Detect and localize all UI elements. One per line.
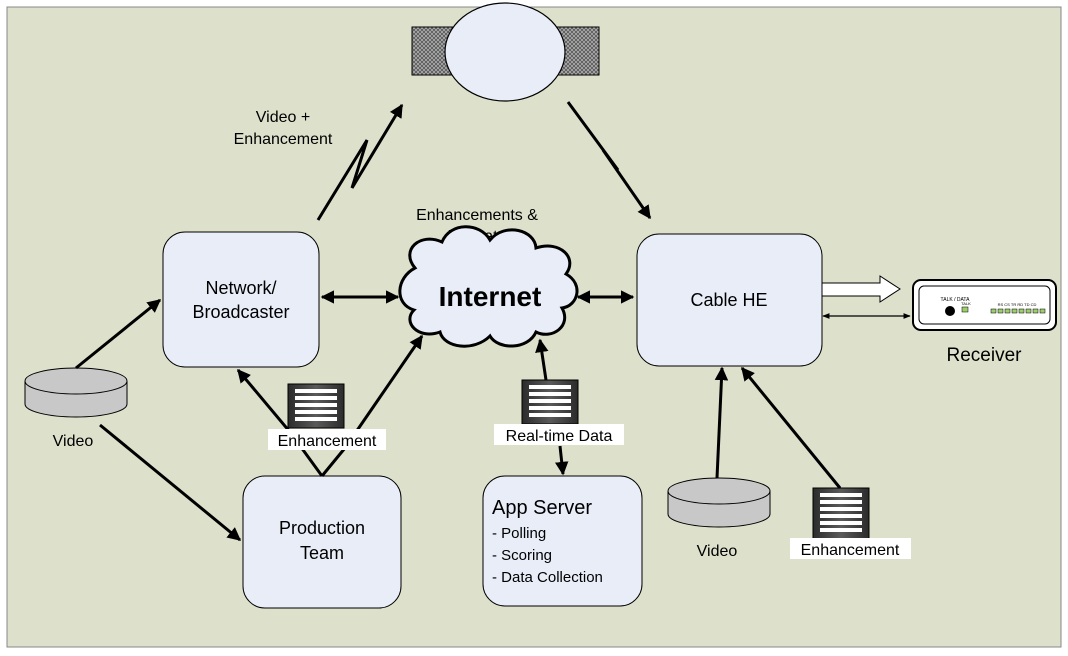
video-right-to-cable-arrow — [714, 366, 729, 479]
cable-he-label: Cable HE — [690, 290, 767, 310]
enhancement-left-label-bg — [268, 429, 386, 450]
uplink-arrow — [316, 103, 404, 221]
network-broadcaster-box — [162, 231, 320, 368]
server-rack-icon-middle — [521, 379, 579, 425]
production-team-box — [242, 475, 402, 609]
enhancement-right-to-cable-arrow — [740, 366, 842, 489]
receiver-talk-label-2: TALK — [961, 301, 971, 306]
network-label-1: Network/ — [205, 278, 276, 298]
enhancement-left-label: Enhancement — [278, 433, 377, 450]
video-right-label: Video — [697, 543, 738, 560]
production-label-2: Team — [300, 543, 344, 563]
label-enhancements-rt-1: Enhancements & — [416, 207, 538, 224]
app-server-box — [482, 475, 643, 607]
label-video-enhancement-2: Enhancement — [234, 131, 333, 148]
cable-he-box — [636, 233, 823, 367]
production-label-1: Production — [279, 518, 365, 538]
video-to-production-arrow — [99, 423, 242, 542]
enhancement-to-production-line — [320, 447, 347, 477]
internet-label: Internet — [439, 281, 542, 312]
label-video-enhancement-1: Video + — [256, 109, 310, 126]
enhancement-right-label: Enhancement — [801, 542, 900, 559]
downlink-arrow — [566, 101, 652, 220]
realtime-to-internet-arrow — [535, 338, 549, 381]
receiver-label: Receiver — [947, 345, 1023, 366]
server-rack-icon-left — [287, 383, 345, 429]
realtime-label-bg — [494, 424, 624, 445]
enhancement-right-label-bg — [790, 538, 911, 559]
cloud-icon — [398, 225, 579, 348]
network-label-2: Broadcaster — [192, 302, 289, 322]
receiver-leds-label: RS CS TR RD TD CD — [998, 302, 1037, 307]
app-server-item-polling: - Polling — [492, 525, 546, 542]
receiver-device-icon — [912, 279, 1057, 331]
app-server-item-data-collection: - Data Collection — [492, 569, 603, 586]
realtime-to-appserver-arrow — [554, 445, 569, 476]
app-server-item-scoring: - Scoring — [492, 547, 552, 564]
video-left-label: Video — [53, 433, 94, 450]
video-to-network-arrow — [75, 298, 162, 370]
realtime-label: Real-time Data — [506, 428, 613, 445]
app-server-title: App Server — [492, 497, 592, 519]
satellite-icon — [411, 2, 600, 102]
receiver-talk-label: TALK / DATA — [941, 297, 971, 303]
storage-cylinder-icon-right — [667, 477, 771, 528]
storage-cylinder-icon-left — [24, 367, 128, 418]
server-rack-icon-right — [812, 487, 870, 541]
cable-to-receiver-hollow-arrow — [821, 275, 901, 303]
